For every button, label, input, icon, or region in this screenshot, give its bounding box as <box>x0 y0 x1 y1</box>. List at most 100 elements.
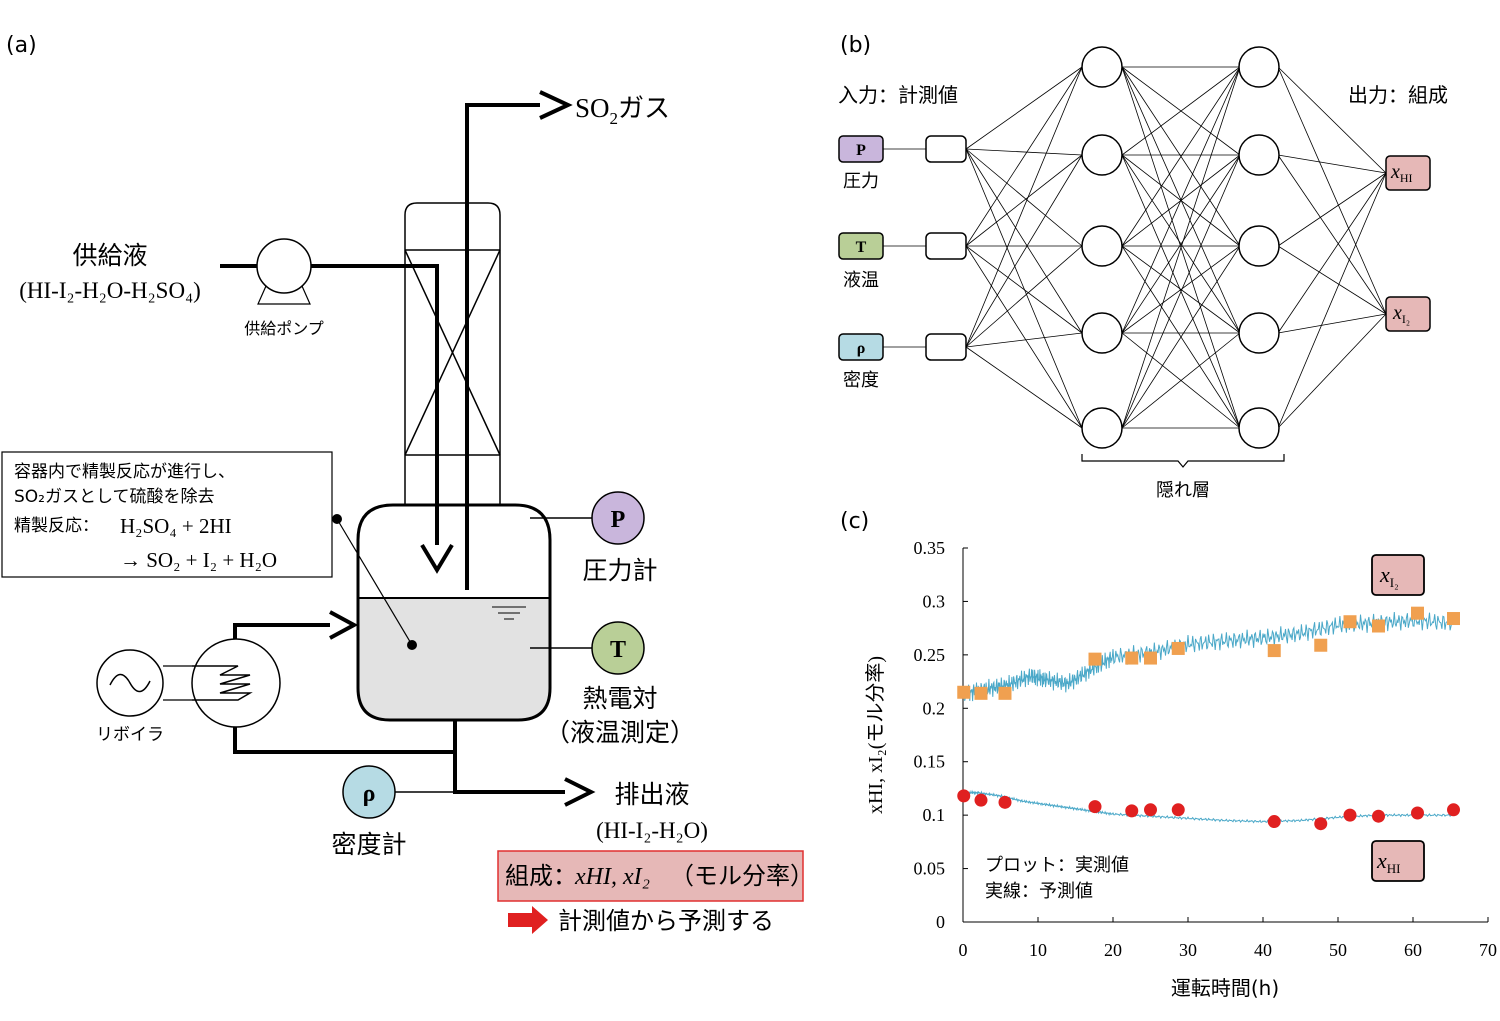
reboiler-icon <box>96 638 281 728</box>
reaction-note-box <box>1 451 333 578</box>
edge-input-hidden <box>965 346 1083 429</box>
measured-point-xi2 <box>1267 644 1281 658</box>
nn-hidden-node-layer2 <box>1238 46 1280 88</box>
panel-c-label: (c) <box>840 509 869 534</box>
measured-point-xi2 <box>1314 638 1328 652</box>
edge-hidden-hidden <box>1121 66 1241 334</box>
measured-point-xhi <box>1267 815 1281 829</box>
legend-measured: プロット：実測値 <box>985 855 1129 876</box>
x-tick-label: 70 <box>1479 940 1497 960</box>
thermocouple-sublabel: （液温測定） <box>545 718 695 747</box>
edge-hidden-output <box>1277 313 1387 429</box>
x-tick-label: 10 <box>1029 940 1047 960</box>
feed-pump-label: 供給ポンプ <box>244 319 324 338</box>
edge-hidden-hidden <box>1121 66 1241 247</box>
thermocouple-symbol: T <box>610 637 626 663</box>
note-equation-2: → SO₂ + I₂ + H₂O <box>120 548 277 572</box>
edge-hidden-output <box>1277 172 1387 429</box>
nn-input-pressure: P 圧力 <box>838 135 884 192</box>
x-tick-label: 30 <box>1179 940 1197 960</box>
output-title: 出力：組成 <box>1348 83 1448 107</box>
edge-hidden-output <box>1277 66 1387 315</box>
edge-input-hidden <box>965 245 1083 429</box>
panel-a-label: (a) <box>6 33 37 58</box>
edge-hidden-output <box>1277 154 1387 174</box>
edge-hidden-output <box>1277 313 1387 334</box>
measured-point-xhi <box>998 795 1012 809</box>
measured-point-xi2 <box>1088 652 1102 666</box>
measured-point-xhi <box>1088 800 1102 814</box>
legend-predicted: 実線：予測値 <box>985 881 1093 902</box>
measured-point-xi2 <box>1372 619 1385 633</box>
x-axis-label: 運転時間(h) <box>1171 976 1279 1000</box>
note-line-3-label: 精製反応： <box>14 516 99 536</box>
edge-input-hidden <box>965 66 1083 348</box>
measured-point-xi2 <box>1411 606 1424 620</box>
edge-hidden-output <box>1277 154 1387 315</box>
nn-hidden-node-layer2 <box>1238 134 1280 176</box>
measured-point-xi2 <box>1447 612 1460 626</box>
measured-point-xhi <box>1125 804 1139 818</box>
nn-input-temperature: T 液温 <box>838 232 884 291</box>
y-tick-label: 0.35 <box>914 538 946 558</box>
measured-point-xi2 <box>957 685 971 699</box>
input-density-badge <box>838 333 884 361</box>
discharge-title: 排出液 <box>614 780 689 809</box>
tag-xi2-text: xI₂ <box>1379 562 1399 590</box>
y-tick-label: 0 <box>936 912 945 932</box>
tag-xi2: xI₂ <box>1371 554 1425 596</box>
pressure-gauge-label: 圧力計 <box>582 556 657 585</box>
edge-input-hidden <box>965 148 1083 156</box>
edge-hidden-output <box>1277 172 1387 247</box>
measured-point-xhi <box>1171 803 1185 817</box>
output-xi2-badge <box>1385 296 1431 332</box>
measured-point-xi2 <box>1144 651 1157 665</box>
panel-b-label: (b) <box>840 33 871 58</box>
nn-hidden-node-layer2 <box>1238 312 1280 354</box>
edge-input-hidden <box>965 66 1083 247</box>
note-equation-1: H₂SO₄ + 2HI <box>120 514 232 538</box>
nn-hidden-node-layer2 <box>1238 407 1280 449</box>
note-line-2: SO₂ガスとして硫酸を除去 <box>14 487 214 507</box>
y-tick-label: 0.3 <box>923 591 946 611</box>
composition-vars: xHI, xI₂ <box>574 864 650 890</box>
thermocouple-label: 熱電対 <box>582 684 657 713</box>
edge-input-hidden <box>965 148 1083 429</box>
edge-hidden-hidden <box>1121 154 1241 429</box>
nn-nodes <box>925 46 1280 449</box>
nn-input-node <box>925 232 967 260</box>
density-symbol: ρ <box>363 781 376 807</box>
hidden-layer-label: 隠れ層 <box>1156 480 1210 501</box>
thermocouple-icon <box>591 621 645 675</box>
edge-input-hidden <box>965 66 1083 150</box>
x-tick-label: 20 <box>1104 940 1122 960</box>
red-arrow-icon <box>508 906 548 934</box>
y-tick-label: 0.1 <box>923 805 946 825</box>
nn-input-node <box>925 333 967 361</box>
measured-point-xi2 <box>1343 615 1357 629</box>
pressure-gauge-icon <box>591 491 645 545</box>
output-xi2-symbol: xI₂ <box>1392 302 1410 326</box>
nn-connections <box>883 66 1387 429</box>
input-pressure-label: 圧力 <box>843 171 879 192</box>
nn-output-xhi: xHI <box>1385 155 1431 191</box>
composition-label: 組成： <box>505 862 577 890</box>
so2-gas-line <box>465 90 573 590</box>
nn-hidden-node-layer1 <box>1081 407 1123 449</box>
measured-point-xhi <box>957 789 971 803</box>
edge-hidden-hidden <box>1121 245 1241 429</box>
x-tick-label: 0 <box>959 940 968 960</box>
edge-hidden-output <box>1277 172 1387 334</box>
measured-point-xi2 <box>998 686 1012 700</box>
input-pressure-badge <box>838 135 884 163</box>
nn-hidden-node-layer2 <box>1238 225 1280 267</box>
edge-input-hidden <box>965 148 1083 334</box>
input-temperature-badge <box>838 232 884 260</box>
measured-point-xi2 <box>1125 651 1139 665</box>
composition-box <box>498 851 803 901</box>
feed-pump-icon <box>256 238 312 305</box>
feed-line <box>220 264 454 574</box>
edge-hidden-output <box>1277 66 1387 174</box>
nn-input-node <box>925 135 967 163</box>
